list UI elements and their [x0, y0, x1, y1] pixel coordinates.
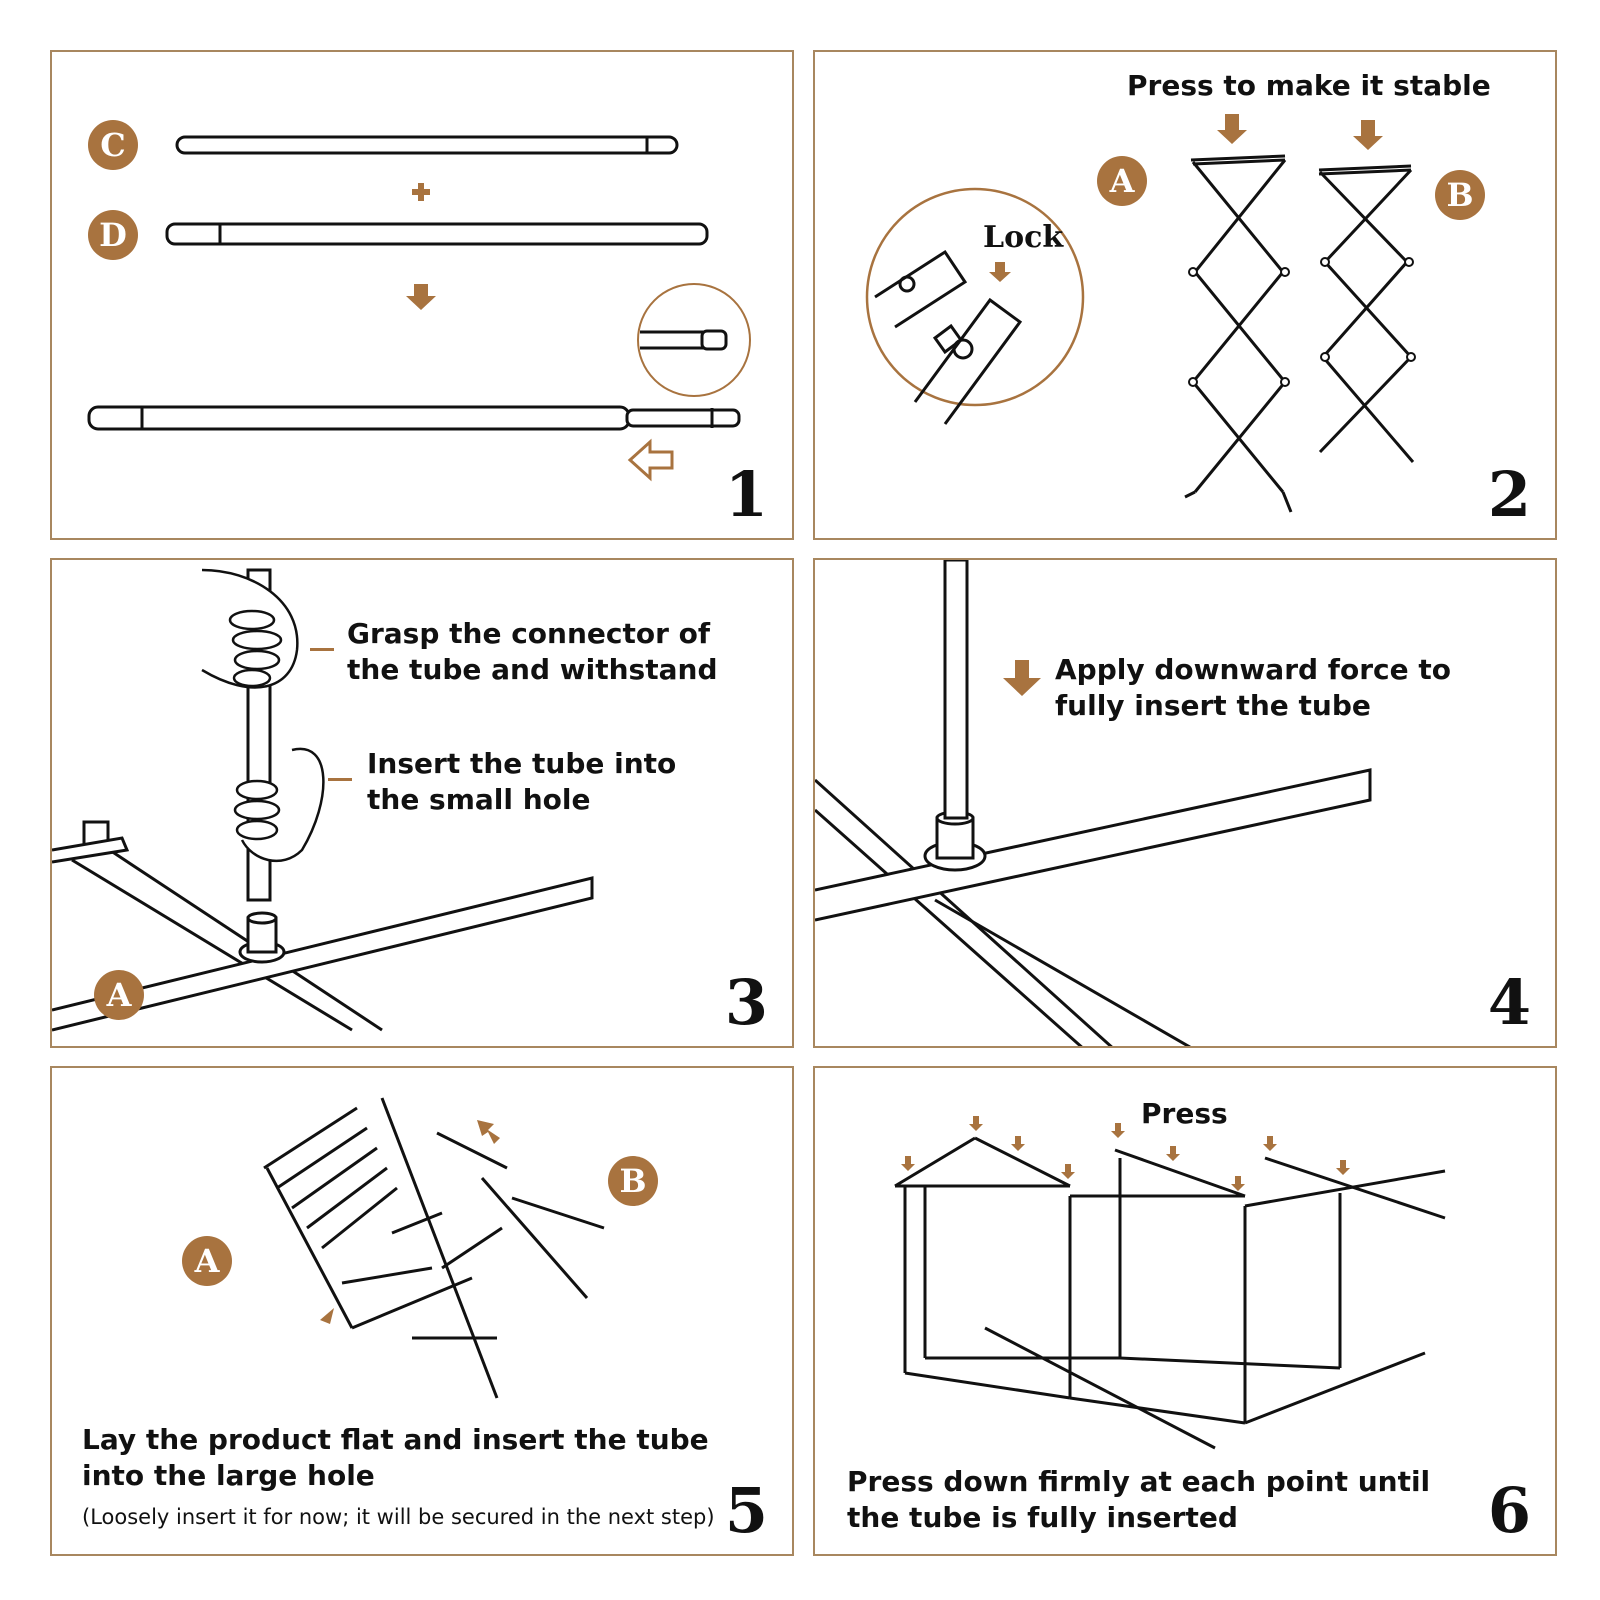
- tube-press-illustration: [815, 560, 1372, 1046]
- step-number: 3: [724, 966, 768, 1039]
- step-number: 5: [724, 1474, 768, 1547]
- arrow-left-outline-icon: [627, 438, 674, 482]
- step-2-caption: Press to make it stable: [1127, 69, 1491, 102]
- step-5-panel: B A Lay the product flat and insert the …: [50, 1066, 794, 1556]
- step-1-panel: C D 1: [50, 50, 794, 540]
- caption-line: into the large hole: [82, 1459, 375, 1492]
- arrow-down-icon: [1353, 120, 1383, 150]
- caption-line: the tube and withstand: [347, 653, 718, 686]
- step-number: 6: [1487, 1474, 1531, 1547]
- arrow-down-icon: [1217, 114, 1247, 144]
- flat-frame-illustration: [263, 1097, 605, 1399]
- folding-frame-illustration: [865, 114, 1416, 513]
- part-badge-b: B: [608, 1156, 658, 1206]
- caption-line: fully insert the tube: [1055, 689, 1371, 722]
- part-badge-b: B: [1435, 170, 1485, 220]
- assembled-rack-illustration: [894, 1116, 1446, 1450]
- caption-line: Insert the tube into: [367, 747, 677, 780]
- caption-line: Press down firmly at each point until: [847, 1465, 1431, 1498]
- step-2-panel: Press to make it stable Lock A B 2: [813, 50, 1557, 540]
- tube-assembly-illustration: [87, 135, 751, 482]
- arrow-icon: [477, 1120, 500, 1144]
- arrow-down-icon: [406, 284, 436, 310]
- part-badge-a: A: [94, 970, 144, 1020]
- caption-line: Lay the product flat and insert the tube: [82, 1423, 709, 1456]
- part-badge-d: D: [88, 210, 138, 260]
- caption-line: the tube is fully inserted: [847, 1501, 1238, 1534]
- step-number: 2: [1487, 458, 1531, 531]
- step-4-caption: Apply downward force to fully insert the…: [1055, 652, 1451, 724]
- part-badge-c: C: [88, 120, 138, 170]
- caption-line: the small hole: [367, 783, 591, 816]
- step-6-caption: Press down firmly at each point until th…: [847, 1464, 1430, 1536]
- arrow-down-icon: [989, 262, 1011, 282]
- arrow-icon: [320, 1308, 334, 1324]
- step-5-caption: Lay the product flat and insert the tube…: [82, 1422, 709, 1494]
- part-badge-a: A: [182, 1236, 232, 1286]
- step-3-panel: Grasp the connector of the tube and with…: [50, 558, 794, 1048]
- step-3-caption-1: Grasp the connector of the tube and with…: [347, 616, 717, 688]
- step-4-panel: Apply downward force to fully insert the…: [813, 558, 1557, 1048]
- leader-line: [310, 648, 334, 651]
- part-badge-a: A: [1097, 156, 1147, 206]
- caption-line: Apply downward force to: [1055, 653, 1451, 686]
- step-6-panel: Press Press down firmly at each point un…: [813, 1066, 1557, 1556]
- step-number: 4: [1487, 966, 1531, 1039]
- lock-label: Lock: [983, 220, 1064, 255]
- step-number: 1: [724, 458, 768, 531]
- arrow-down-icon: [1003, 660, 1041, 696]
- tube-insert-illustration: [52, 568, 594, 1032]
- press-label: Press: [1141, 1097, 1228, 1130]
- step-3-caption-2: Insert the tube into the small hole: [367, 746, 676, 818]
- caption-line: Grasp the connector of: [347, 617, 711, 650]
- leader-line: [328, 778, 352, 781]
- step-5-note: (Loosely insert it for now; it will be s…: [82, 1505, 715, 1529]
